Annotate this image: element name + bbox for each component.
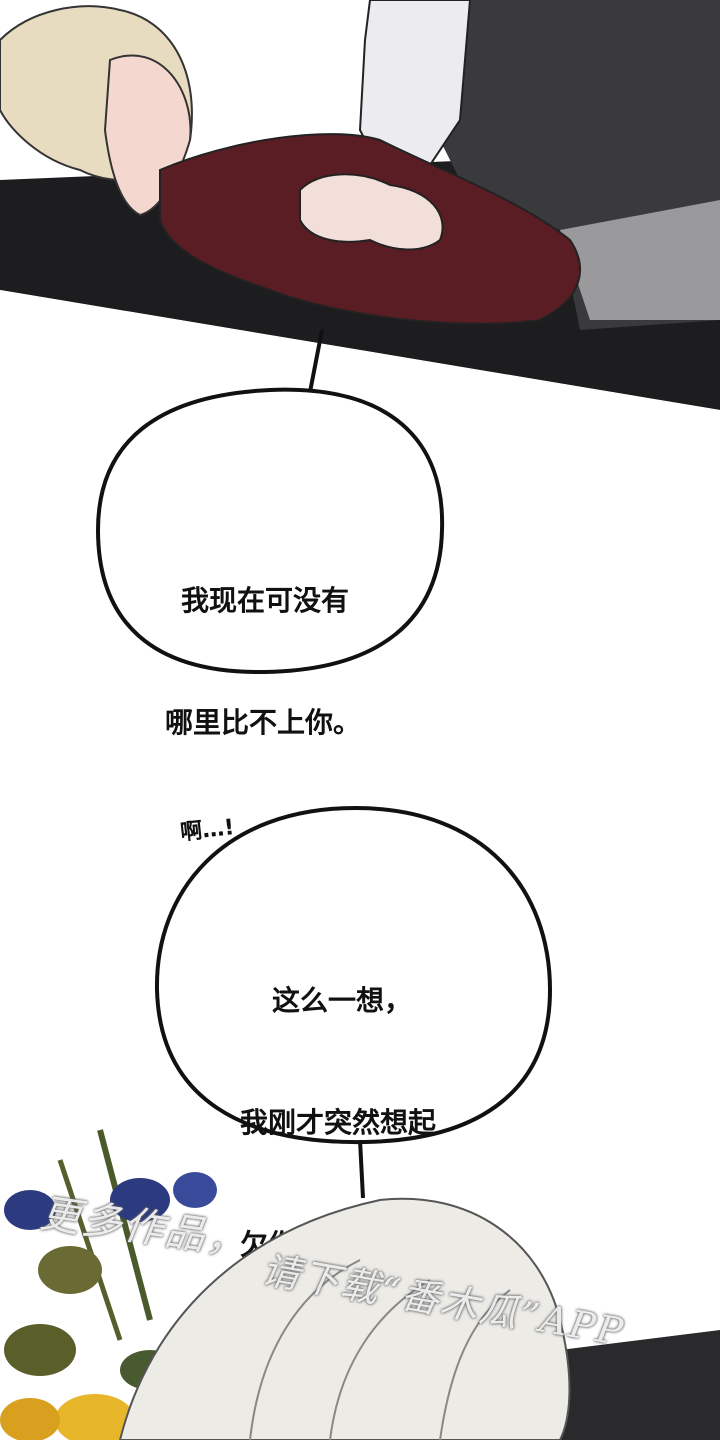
bottom-panel-art [0,1129,720,1440]
speech-bubble-2 [154,805,553,1199]
bubble-1-text: 我现在可没有 哪里比不上你。 [165,500,361,784]
bubble-1-line-1: 我现在可没有 [181,584,350,618]
top-panel [0,0,720,420]
bubble-1-line-2: 哪里比不上你。 [165,705,362,739]
bubble-2-line-2: 我刚才突然想起 [240,1105,437,1139]
top-panel-art [0,0,720,420]
speech-bubble-1 [95,330,445,675]
bottom-panel [0,1120,720,1440]
bubble-2-line-1: 这么一想， [272,984,413,1018]
